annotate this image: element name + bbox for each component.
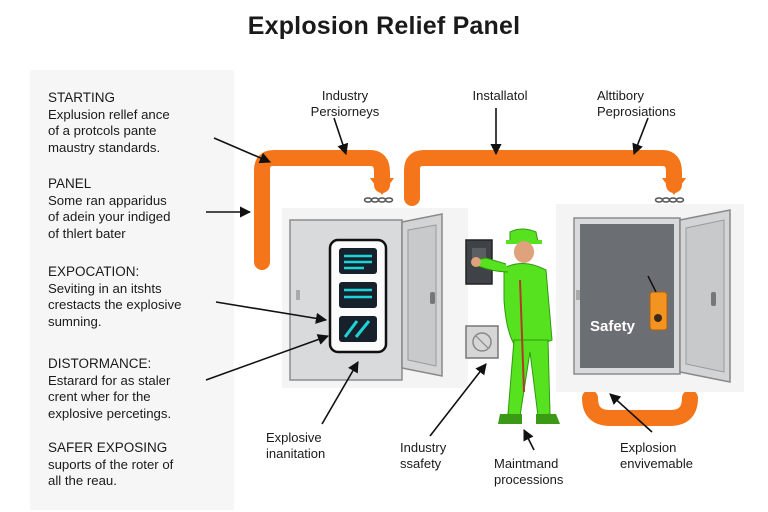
label-maintmand: Maintmand processions [494, 456, 563, 488]
arrow-industry [333, 117, 349, 156]
safety-device [649, 291, 668, 331]
safety-sign-label: Safety [590, 318, 636, 335]
cabinet-left-door-panel [407, 224, 437, 367]
chain-bottom [576, 385, 607, 391]
label-line: Explosive [266, 430, 322, 445]
note-heading: EXPOCATION: [48, 264, 140, 279]
label-explosion-envivemable: Explosion envivemable [620, 440, 693, 472]
cabinet-right-body [573, 217, 681, 375]
label-line: Alttibory [597, 88, 644, 103]
note-line: suports of the roter of [48, 456, 174, 472]
note-heading: SAFER EXPOSING [48, 440, 168, 455]
arrow-explosive [321, 361, 359, 425]
label-line: envivemable [620, 456, 693, 471]
cabinet-left-door [401, 213, 443, 377]
note-line: Explusion rellef ance [48, 106, 170, 122]
chain-left [363, 197, 394, 203]
pipe-left [254, 150, 390, 270]
cabinet-left-backdrop [282, 208, 468, 388]
label-line: Explosion [620, 440, 677, 455]
note-heading: STARTING [48, 90, 116, 105]
note-line: of thlert bater [48, 225, 126, 241]
display-screen-3 [339, 316, 377, 342]
arrow-env [609, 393, 653, 433]
cabinet-right-backdrop [556, 204, 744, 392]
note-starting: STARTING Explusion rellef ance of a prot… [48, 90, 238, 156]
label-alttibory: Alttibory Peprosiations [597, 88, 717, 120]
notes-panel [30, 70, 234, 510]
cabinet-left-hinge [296, 290, 300, 300]
pipe-left-nozzle [370, 178, 394, 195]
note-line: Some ran apparidus [48, 192, 167, 208]
label-explosive-inanitation: Explosive inanitation [266, 430, 325, 462]
worker-figure [471, 228, 560, 424]
label-line: Peprosiations [597, 104, 676, 119]
note-line: crent wher for the [48, 389, 151, 404]
wall-switch-plate [465, 239, 493, 285]
note-panel: PANEL Some ran apparidus of adein your i… [48, 176, 238, 242]
note-line: of adein your indiged [48, 209, 171, 224]
label-installatol: Installatol [450, 88, 550, 104]
display-screen-2 [339, 282, 377, 308]
door-handle-icon [430, 292, 435, 304]
note-heading: DISTORMANCE: [48, 356, 152, 371]
door-handle-icon [711, 292, 716, 306]
note-line: explosive percetings. [48, 405, 172, 421]
note-line: maustry standards. [48, 139, 161, 155]
label-line: ssafety [400, 456, 442, 471]
arrow-authority [632, 117, 649, 156]
note-expocation: EXPOCATION: Seviting in an itshts cresta… [48, 264, 238, 330]
control-unit [328, 238, 388, 354]
vent-grille-icon [465, 325, 499, 359]
label-line: processions [494, 472, 564, 487]
arrow-safety [429, 363, 487, 437]
cabinet-right-interior [580, 224, 674, 368]
label-line: Installatol [472, 88, 528, 103]
label-line: Maintmand [494, 456, 559, 471]
label-industry-persiorneys: Industry Persiorneys [290, 88, 400, 120]
note-line: Estarard for as staler [48, 372, 171, 388]
arrow-maint [523, 428, 535, 451]
note-safer-exposing: SAFER EXPOSING suports of the roter of a… [48, 440, 238, 490]
label-line: Persiorneys [310, 104, 380, 119]
note-line: crestacts the explosive [48, 297, 182, 312]
label-line: Industry [400, 440, 447, 455]
note-heading: PANEL [48, 176, 92, 191]
cabinet-right-door [679, 209, 731, 383]
note-distormance: DISTORMANCE: Estarard for as staler cren… [48, 356, 238, 422]
label-industry-safety: Industry ssafety [400, 440, 446, 472]
display-screen-1 [339, 248, 377, 274]
diagram-title: Explosion Relief Panel [247, 12, 521, 40]
label-line: Industry [321, 88, 369, 103]
chain-right [654, 197, 685, 203]
label-line: inanitation [266, 446, 326, 461]
pipe-right-nozzle [662, 178, 686, 195]
note-line: all the reau. [48, 473, 117, 488]
note-line: Seviting in an itshts [48, 280, 162, 296]
note-line: of a protcols pante [48, 123, 157, 138]
pipe-bottom-right [582, 390, 698, 426]
cabinet-left-body [289, 219, 403, 381]
note-line: sumning. [48, 313, 102, 329]
pipe-middle [404, 150, 682, 206]
